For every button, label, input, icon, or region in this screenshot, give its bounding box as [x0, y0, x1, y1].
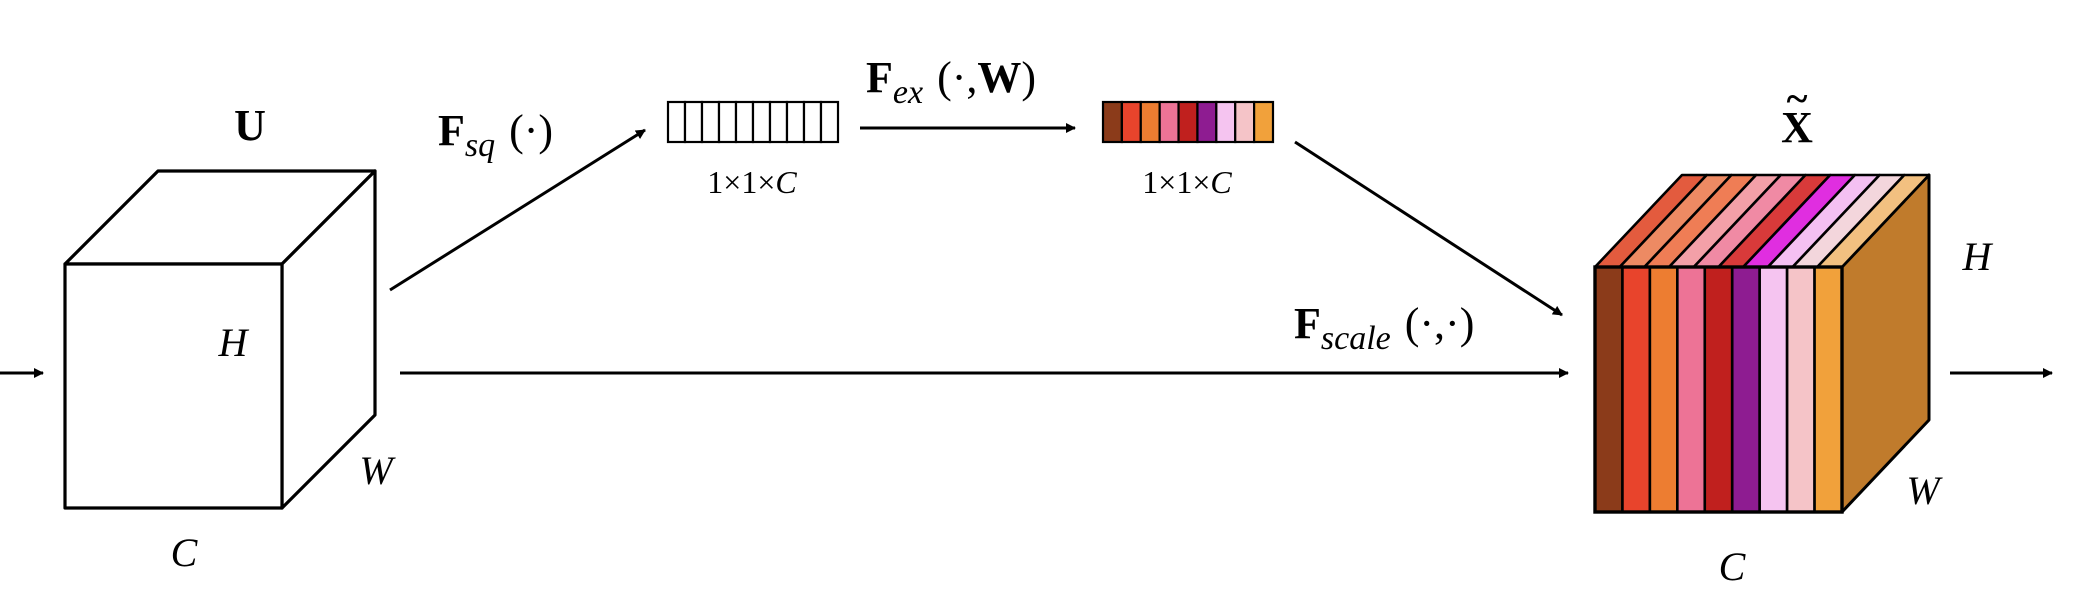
- output-cube-front-stripe: [1703, 265, 1734, 514]
- excited-vector-cell: [1177, 100, 1199, 144]
- scale-label-args: (·,·): [1405, 299, 1475, 348]
- excitation-label-sub: ex: [893, 74, 923, 111]
- output-width-label: W: [1906, 468, 1943, 513]
- output-cube: [1593, 173, 1931, 514]
- input-cube: [63, 169, 377, 510]
- excitation-label-w: W: [977, 53, 1021, 102]
- output-cube-front-stripe: [1813, 265, 1844, 514]
- output-cube-front-stripe: [1648, 265, 1679, 514]
- scale-label-main: F: [1294, 299, 1321, 348]
- excited-vector-channel: C: [1210, 164, 1232, 200]
- squeezed-vector-cell: [683, 100, 704, 144]
- squeeze-label-main: F: [438, 106, 465, 155]
- output-cube-front-stripe: [1730, 265, 1761, 514]
- squeezed-vector-label: 1×1×C: [707, 164, 797, 200]
- output-cube-front-stripe: [1593, 265, 1624, 514]
- output-tensor-tilde: ~: [1787, 76, 1808, 121]
- squeezed-vector-cell: [734, 100, 755, 144]
- squeezed-vector-cell: [666, 100, 687, 144]
- excitation-label-close: ): [1021, 53, 1036, 102]
- excited-vector-cell: [1139, 100, 1161, 144]
- scale-label-sub: scale: [1321, 320, 1391, 357]
- output-tensor-label: X: [1781, 103, 1813, 152]
- excited-vector-cell: [1215, 100, 1237, 144]
- excited-vector-cell: [1196, 100, 1218, 144]
- excited-vector-cell: [1158, 100, 1180, 144]
- squeeze-label-args: (·): [509, 106, 553, 155]
- squeezed-vector: [666, 100, 840, 144]
- squeezed-vector-cell: [785, 100, 806, 144]
- output-cube-front-outline: [1593, 265, 1844, 514]
- input-channel-label: C: [171, 530, 199, 575]
- excitation-label: Fex (·,W): [866, 53, 1036, 111]
- excited-vector-cell: [1101, 100, 1123, 144]
- excited-vector-cell: [1253, 100, 1275, 144]
- squeezed-vector-cell: [802, 100, 823, 144]
- excited-vector-cell: [1234, 100, 1256, 144]
- output-cube-front-stripe: [1758, 265, 1789, 514]
- excited-vector-cell: [1120, 100, 1142, 144]
- excited-vector-label: 1×1×C: [1142, 164, 1232, 200]
- output-cube-front-stripe: [1621, 265, 1652, 514]
- squeezed-vector-dims: 1×1×: [707, 164, 775, 200]
- squeezed-vector-channel: C: [775, 164, 797, 200]
- squeezed-vector-cell: [819, 100, 840, 144]
- excitation-label-args: (·,: [937, 53, 977, 102]
- excited-vector-dims: 1×1×: [1142, 164, 1210, 200]
- output-cube-front-stripe: [1676, 265, 1707, 514]
- squeeze-arrow: [389, 128, 646, 292]
- output-cube-front-stripe: [1785, 265, 1816, 514]
- input-width-label: W: [359, 448, 396, 493]
- recalibration-arrow: [1294, 140, 1563, 317]
- input-height-label: H: [218, 320, 250, 365]
- squeezed-vector-cell: [717, 100, 738, 144]
- excitation-label-main: F: [866, 53, 893, 102]
- output-height-label: H: [1962, 234, 1994, 279]
- output-channel-label: C: [1719, 544, 1747, 589]
- input-cube-front-face: [63, 262, 284, 510]
- scale-label: Fscale (·,·): [1294, 299, 1474, 357]
- input-tensor-label: U: [234, 101, 266, 150]
- excited-vector: [1101, 100, 1275, 144]
- squeeze-label: Fsq (·): [438, 106, 553, 164]
- squeeze-label-sub: sq: [465, 127, 495, 164]
- squeezed-vector-cell: [768, 100, 789, 144]
- squeezed-vector-cell: [751, 100, 772, 144]
- squeezed-vector-cell: [700, 100, 721, 144]
